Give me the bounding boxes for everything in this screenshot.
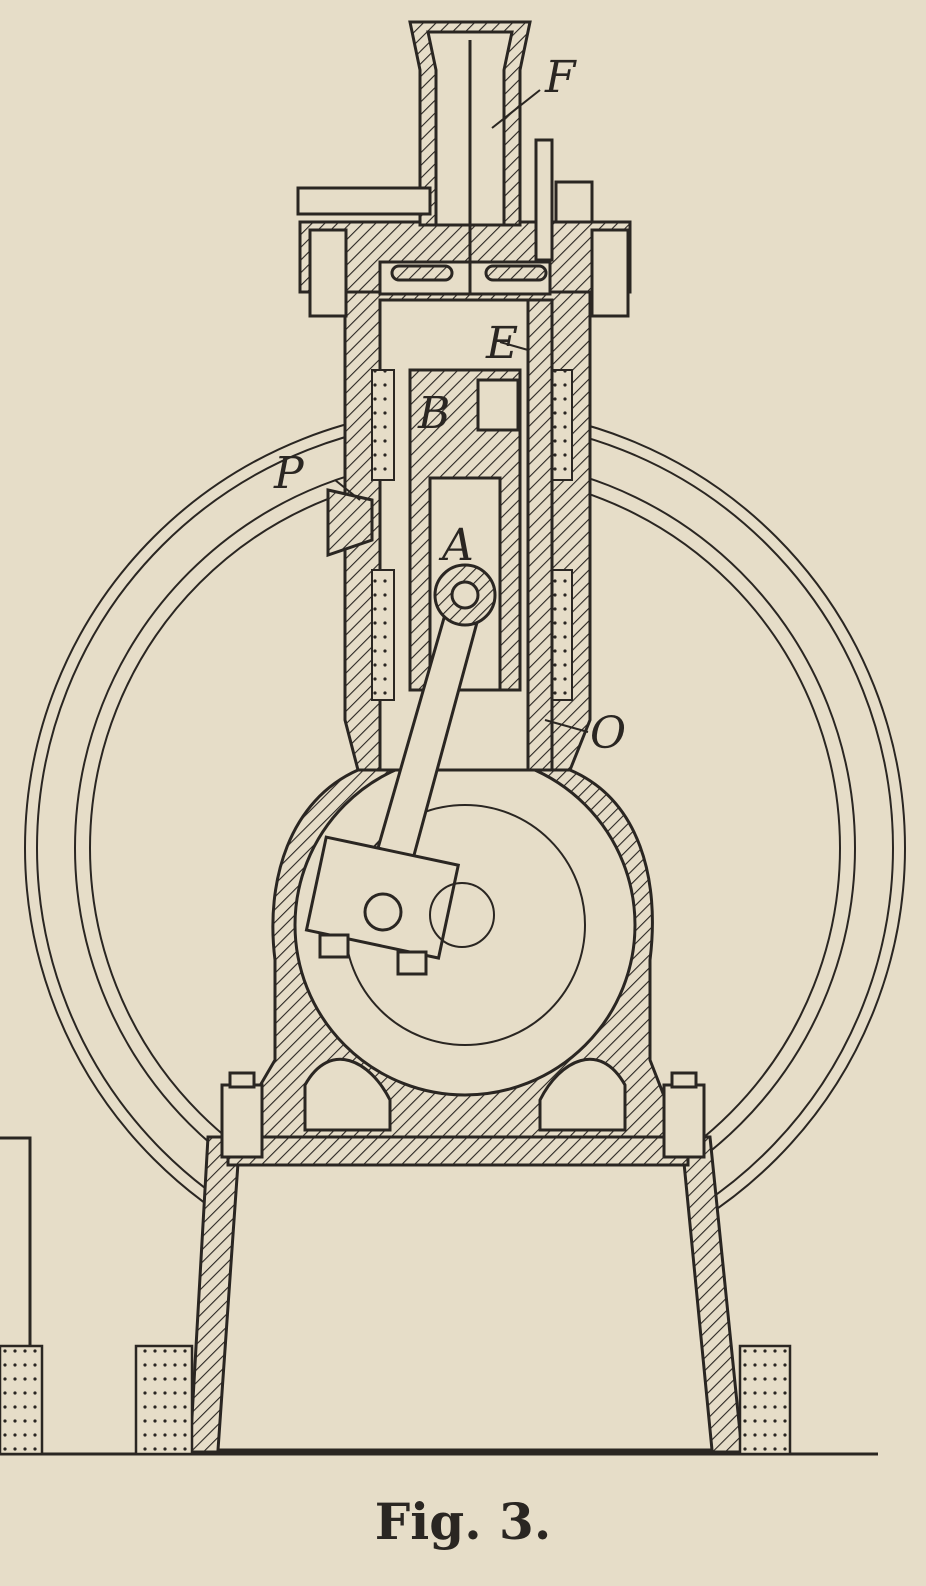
label-o: O	[590, 708, 626, 759]
connecting-rod	[304, 563, 497, 976]
foundation-blocks	[0, 1136, 792, 1456]
label-a: A	[438, 520, 474, 571]
label-b: B	[417, 388, 450, 439]
label-f: F	[544, 52, 577, 103]
leader-lines	[334, 89, 589, 733]
funnel	[296, 20, 594, 295]
label-e: E	[485, 318, 518, 369]
cylinder-head	[298, 220, 632, 318]
label-p: P	[273, 448, 305, 499]
foundation-base	[188, 1135, 744, 1454]
foot-bolts	[220, 1071, 706, 1159]
figure-caption: Fig. 3.	[374, 1492, 552, 1551]
